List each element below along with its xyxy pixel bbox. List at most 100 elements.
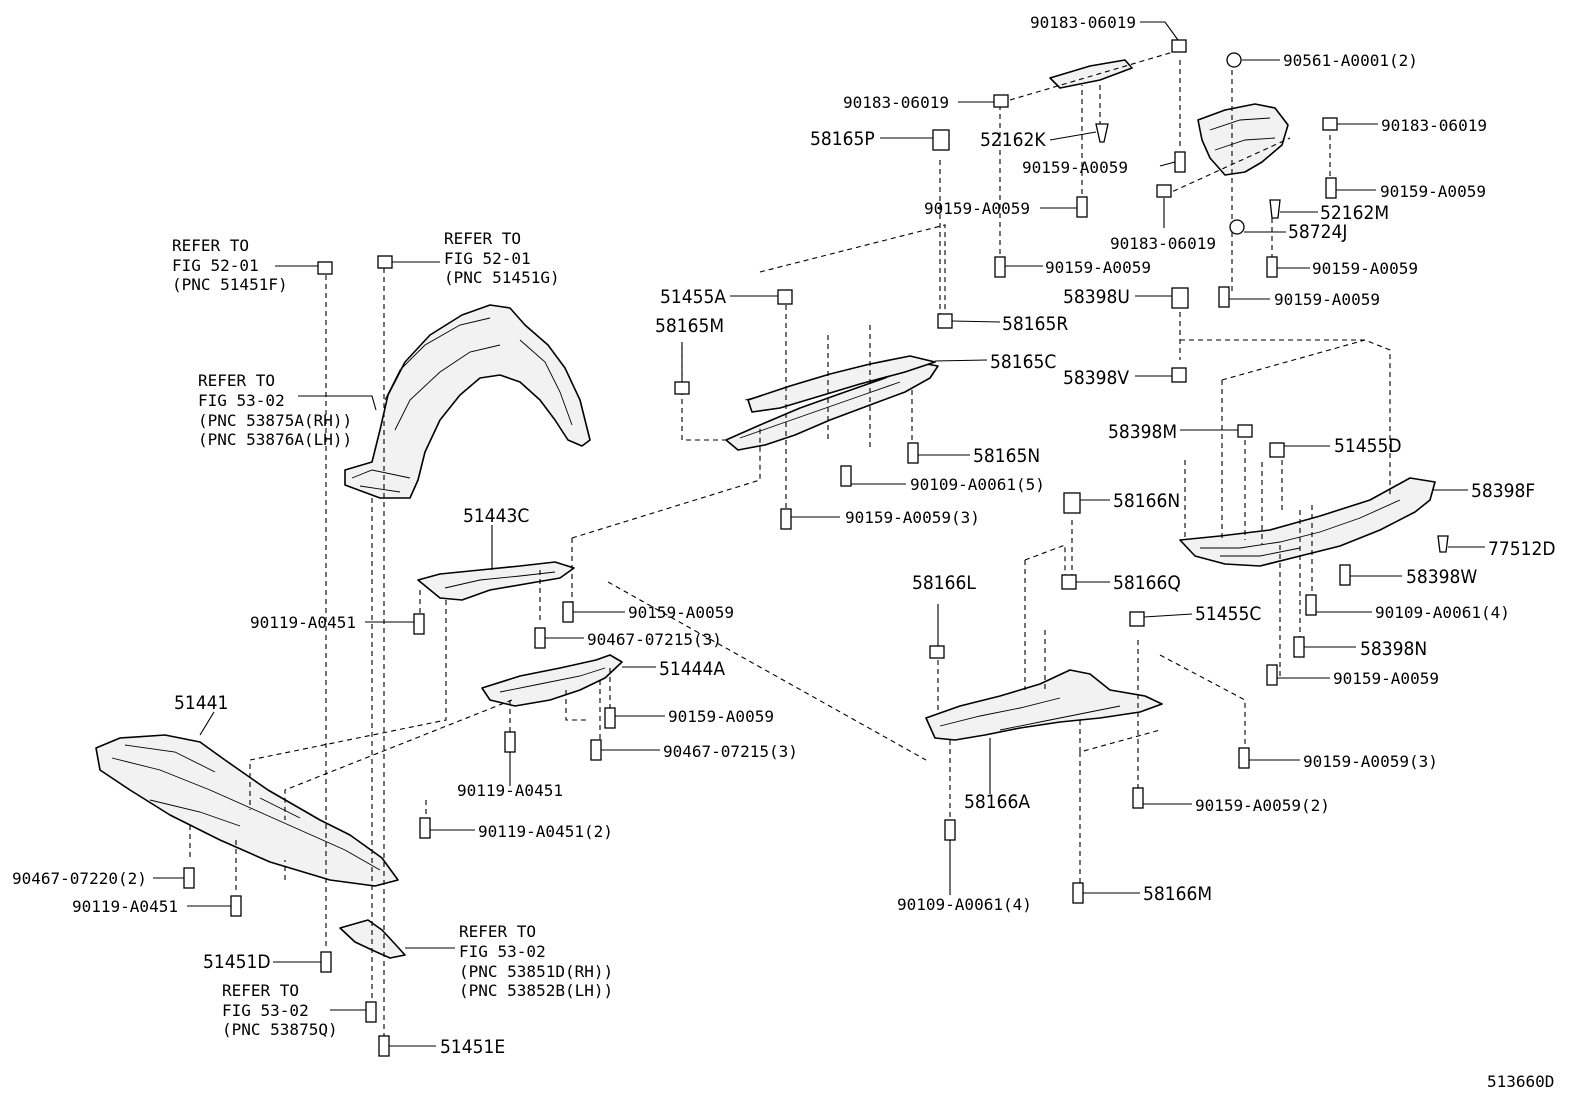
label-58165c: 58165C <box>990 351 1056 373</box>
bolt-icon <box>604 707 616 729</box>
screw-icon <box>1229 219 1245 235</box>
label-90159-a0059-7: 90159-A0059 <box>628 603 734 622</box>
label-90159-a0059-9: 90159-A0059 <box>668 707 774 726</box>
refer-51451g-line1: REFER TO <box>444 229 521 248</box>
pin-icon <box>1269 199 1281 219</box>
fender-liner-part <box>344 304 591 499</box>
label-90159-a0059-4: 90159-A0059 <box>1045 258 1151 277</box>
grommet-icon <box>1063 492 1081 514</box>
bolt-icon <box>1266 664 1278 686</box>
bracket-51443c-part <box>417 561 575 601</box>
alignment-lines <box>189 49 1391 1040</box>
label-58398m: 58398M <box>1108 421 1177 443</box>
clip-icon <box>1322 117 1338 131</box>
clip-icon <box>1156 184 1172 198</box>
label-58165r: 58165R <box>1002 313 1068 335</box>
label-58166m: 58166M <box>1143 883 1212 905</box>
bolt-icon <box>840 465 852 487</box>
side-cover-58165c-upper <box>747 355 936 413</box>
nut-icon <box>1061 574 1077 590</box>
rear-cover-58398f-part <box>1179 477 1436 567</box>
part-shapes <box>95 59 1436 959</box>
bolt-icon <box>183 867 195 889</box>
refer-53875a-line1: REFER TO <box>198 371 275 390</box>
refer-53851d-line2: FIG 53-02 <box>459 942 546 961</box>
nut-icon <box>1171 367 1187 383</box>
clip-icon <box>1171 39 1187 53</box>
label-51444a: 51444A <box>659 658 725 680</box>
refer-53875q-line3: (PNC 53875Q) <box>222 1020 338 1039</box>
label-90159-a0059-3: 90159-A0059 <box>924 199 1030 218</box>
bolt-icon <box>320 951 332 973</box>
label-77512d: 77512D <box>1488 538 1556 560</box>
label-58724j: 58724J <box>1288 221 1347 243</box>
part-labels: 90183-06019 90561-A0001(2) 90183-06019 9… <box>12 13 1556 1058</box>
label-58398n: 58398N <box>1360 638 1427 660</box>
label-51455d: 51455D <box>1334 435 1402 457</box>
label-90119-a0451-1: 90119-A0451 <box>250 613 356 632</box>
bracket-top-part <box>1049 59 1133 89</box>
label-90119-a0451-2x: 90119-A0451(2) <box>478 822 613 841</box>
refer-53875q-line2: FIG 53-02 <box>222 1001 309 1020</box>
figure-id: 513660D <box>1487 1072 1554 1091</box>
bolt-icon <box>1076 196 1088 218</box>
clip-icon <box>777 289 793 305</box>
refer-53875a-line3: (PNC 53875A(RH)) <box>198 411 352 430</box>
clip-icon <box>993 94 1009 108</box>
label-58165p: 58165P <box>810 128 875 150</box>
clip-icon <box>377 255 393 269</box>
refer-53875q-line1: REFER TO <box>222 981 299 1000</box>
bolt-icon <box>780 508 792 530</box>
refer-53851d-line1: REFER TO <box>459 922 536 941</box>
bolt-icon <box>1339 564 1351 586</box>
label-90109-a0061-4-b: 90109-A0061(4) <box>897 895 1032 914</box>
bolt-icon <box>907 442 919 464</box>
bolt-icon <box>419 817 431 839</box>
label-58398f: 58398F <box>1471 480 1535 502</box>
label-90183-06019-left: 90183-06019 <box>843 93 949 112</box>
refer-53875a-line4: (PNC 53876A(LH)) <box>198 430 352 449</box>
bolt-icon <box>534 627 546 649</box>
refer-51451f-line3: (PNC 51451F) <box>172 275 288 294</box>
leader-lines <box>153 21 1485 1047</box>
bolt-icon <box>504 731 516 753</box>
bolt-icon <box>413 613 425 635</box>
pin-icon <box>1095 123 1109 143</box>
label-51455a: 51455A <box>660 286 726 308</box>
bolt-icon <box>1174 151 1186 173</box>
bolt-icon <box>230 895 242 917</box>
label-58166l: 58166L <box>912 572 976 594</box>
side-cover-58166a-part <box>925 669 1163 741</box>
refer-53875a-line2: FIG 53-02 <box>198 391 285 410</box>
grommet-icon <box>1171 287 1189 309</box>
label-51443c: 51443C <box>463 505 529 527</box>
label-90467-07220: 90467-07220(2) <box>12 869 147 888</box>
bolt-icon <box>1072 882 1084 904</box>
refer-51451g-line3: (PNC 51451G) <box>444 268 560 287</box>
bolt-icon <box>994 256 1006 278</box>
refer-53851d-line4: (PNC 53852B(LH)) <box>459 981 613 1000</box>
label-90183-06019-right: 90183-06019 <box>1381 116 1487 135</box>
label-90159-a0059-3x-a: 90159-A0059(3) <box>845 508 980 527</box>
label-90159-a0059-6: 90159-A0059 <box>1274 290 1380 309</box>
clip-icon <box>317 261 333 275</box>
clip-icon <box>1129 611 1145 627</box>
label-51451e: 51451E <box>440 1036 505 1058</box>
bolt-icon <box>590 739 602 761</box>
refer-51451f-line2: FIG 52-01 <box>172 256 259 275</box>
label-58166a: 58166A <box>964 791 1030 813</box>
screw-icon <box>1226 52 1242 68</box>
refer-53851d-line3: (PNC 53851D(RH)) <box>459 962 613 981</box>
label-58165m: 58165M <box>655 315 724 337</box>
label-58166n: 58166N <box>1113 490 1180 512</box>
bolt-icon <box>1293 636 1305 658</box>
label-90119-a0451-2: 90119-A0451 <box>457 781 563 800</box>
label-90159-a0059-2: 90159-A0059 <box>1380 182 1486 201</box>
label-90159-a0059-8: 90159-A0059 <box>1333 669 1439 688</box>
refer-51451g-line2: FIG 52-01 <box>444 249 531 268</box>
label-52162k: 52162K <box>980 129 1046 151</box>
label-90467-07215-a: 90467-07215(3) <box>587 630 722 649</box>
label-90183-06019-top: 90183-06019 <box>1030 13 1136 32</box>
nut-icon <box>937 313 953 329</box>
label-58166q: 58166Q <box>1113 572 1181 594</box>
